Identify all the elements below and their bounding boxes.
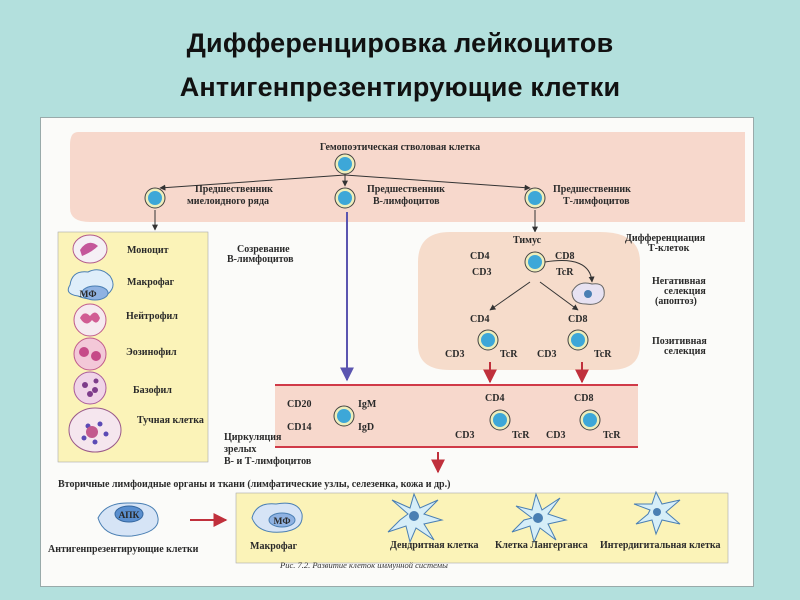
arrow-negative-selection [544, 260, 595, 283]
macrophage-label: Макрофаг [127, 277, 175, 288]
arrow-to-myeloid [159, 174, 346, 191]
stem-cell-band [70, 132, 745, 222]
circ-cd8-t-cell [579, 409, 601, 431]
thymus-tcr-label: TcR [556, 267, 574, 278]
arrow-to-t [344, 174, 531, 191]
cd8-single-thymocyte [567, 329, 589, 351]
thymus-cd4-label: CD4 [470, 251, 489, 262]
igd-label: IgD [358, 422, 374, 433]
mast-cell-label-line: Тучная клетка [137, 415, 204, 426]
apc-cell [97, 502, 159, 537]
pos-sel-label-2: селекция [664, 346, 706, 357]
thymus-tcr-left: TcR [500, 349, 518, 360]
apoptotic-cell [571, 282, 605, 305]
circulation-label-1: Циркуляция [224, 432, 282, 443]
circ-cd4-label: CD4 [485, 393, 504, 404]
dendritic-cell [387, 492, 444, 544]
circ-cd8-label: CD8 [574, 393, 593, 404]
secondary-organs-label: Вторичные лимфоидные органы и ткани (лим… [58, 479, 450, 490]
circ-tcr-left: TcR [512, 430, 530, 441]
myeloid-precursor-cell [144, 187, 166, 209]
macrophage-cell [67, 269, 114, 301]
t-precursor-cell [524, 187, 546, 209]
figure-caption: Рис. 7.2. Развитие клеток иммунной систе… [279, 560, 448, 570]
t-precursor-label-2: Т-лимфоцитов [563, 196, 630, 207]
mast-cell [68, 407, 122, 453]
dendritic-label: Дендритная клетка [390, 540, 479, 551]
apc-macrophage-mf-label: МФ [273, 517, 290, 527]
b-precursor-label-2: В-лимфоцитов [373, 196, 440, 207]
stem-cell-label: Гемопоэтическая стволовая клетка [320, 142, 480, 153]
monocyte-cell [72, 234, 108, 264]
interdigital-label: Интердигитальная клетка [600, 540, 720, 551]
b-lymphocyte-cell [333, 405, 355, 427]
t-precursor-label-1: Предшественник [553, 184, 631, 195]
thymus-cd3-right: CD3 [537, 349, 556, 360]
circulation-label-2: зрелых [224, 444, 256, 455]
circ-cd4-t-cell [489, 409, 511, 431]
thymus-cd4-single-label: CD4 [470, 314, 489, 325]
pos-sel-label-1: Позитивная [652, 336, 707, 347]
cd14-label: CD14 [287, 422, 311, 433]
thymus-tcr-right: TcR [594, 349, 612, 360]
thymus-cd3-left: CD3 [445, 349, 464, 360]
t-diff-label-1: Дифференциация [625, 233, 706, 244]
myeloid-precursor-label-2: миелоидного ряда [187, 196, 269, 207]
igm-label: IgM [358, 399, 377, 410]
circ-tcr-right: TcR [603, 430, 621, 441]
neg-sel-label-1: Негативная [652, 276, 706, 287]
cd4-single-thymocyte [477, 329, 499, 351]
stem-cell [334, 153, 356, 175]
b-precursor-label-1: Предшественник [367, 184, 445, 195]
basophil-label: Базофил [133, 385, 172, 396]
eosinophil-label: Эозинофил [126, 347, 177, 358]
page-title-line-2: Антигенпрезентирующие клетки [179, 72, 621, 102]
thymus-cd8-label: CD8 [555, 251, 574, 262]
monocyte-label: Моноцит [127, 245, 169, 256]
langerhans-cell [511, 492, 568, 544]
apc-label: Антигенпрезентирующие клетки [48, 544, 199, 555]
t-diff-label-2: Т-клеток [648, 243, 690, 254]
circ-cd3-left: CD3 [455, 430, 474, 441]
page-title-line-1: Дифференцировка лейкоцитов [186, 28, 614, 58]
interdigital-cell [633, 490, 681, 536]
circulation-label-3: В- и Т-лимфоцитов [224, 456, 312, 467]
apc-macrophage-label: Макрофаг [250, 541, 298, 552]
myeloid-precursor-label-1: Предшественник [195, 184, 273, 195]
macrophage-mf-label: МФ [79, 290, 96, 300]
circ-cd3-right: CD3 [546, 430, 565, 441]
neg-sel-label-2: селекция [664, 286, 706, 297]
neg-sel-label-3: (апоптоз) [655, 296, 697, 307]
eosinophil-cell [73, 337, 107, 371]
arrow-to-cd4-single [489, 281, 531, 311]
b-maturation-label-2: В-лимфоцитов [227, 254, 294, 265]
b-maturation-label-1: Созревание [237, 244, 290, 255]
langerhans-label: Клетка Лангерганса [495, 540, 588, 551]
thymus-cd8-single-label: CD8 [568, 314, 587, 325]
basophil-cell [73, 371, 107, 405]
b-precursor-cell [334, 187, 356, 209]
thymus-cd3-label: CD3 [472, 267, 491, 278]
neutrophil-cell [73, 303, 107, 337]
double-positive-thymocyte [524, 251, 546, 273]
neutrophil-label: Нейтрофил [126, 311, 178, 322]
arrow-to-cd8-single [539, 281, 579, 311]
apc-macrophage-cell [251, 502, 303, 533]
cd20-label: CD20 [287, 399, 311, 410]
thymus-label: Тимус [513, 235, 542, 246]
apc-abbrev-label: АПК [119, 511, 140, 521]
